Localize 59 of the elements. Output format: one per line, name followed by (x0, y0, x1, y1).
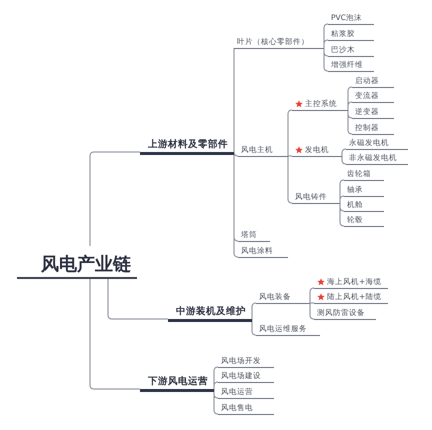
connector-line (348, 110, 352, 134)
connector-line (252, 318, 256, 336)
connector-line (288, 110, 292, 156)
topic-node (292, 144, 342, 157)
topic-node (292, 191, 340, 204)
topic-node (346, 137, 408, 150)
topic-node (168, 305, 252, 322)
topic-node (346, 152, 408, 165)
connector-line (310, 288, 314, 304)
topic-node (140, 138, 234, 155)
topic-node (352, 122, 394, 135)
topic-node (314, 307, 376, 320)
topic-node (218, 402, 274, 415)
topic-node (238, 144, 288, 157)
topic-node (344, 199, 384, 212)
topic-node (218, 355, 274, 368)
connector-line (348, 102, 352, 110)
topic-text: 风电产业链 (41, 255, 131, 276)
topic-node (256, 323, 320, 336)
topic-node (328, 44, 374, 57)
topic-node (238, 229, 270, 242)
connector-line (310, 302, 314, 320)
topic-node (256, 291, 310, 304)
topic-node (238, 245, 288, 258)
topic-node (292, 98, 348, 111)
connector-line (108, 276, 168, 320)
connector-line (234, 152, 238, 258)
connector-line (340, 196, 344, 204)
topic-node (314, 276, 388, 289)
topic-node (328, 28, 374, 41)
connector-line (288, 156, 292, 204)
topic-node (234, 36, 324, 49)
topic-node (218, 386, 274, 399)
connector-line (214, 388, 218, 414)
connector-line (90, 152, 140, 246)
topic-node (328, 12, 374, 25)
connector-line (324, 48, 328, 72)
topic-text: 中游装机及维护 (176, 307, 246, 318)
connector-line (234, 152, 238, 156)
topic-node (314, 291, 388, 304)
topic-node (328, 59, 374, 72)
connector-line (90, 276, 140, 390)
topic-node (344, 168, 384, 181)
topic-text: 下游风电运营 (148, 377, 208, 388)
topic-node (352, 90, 394, 103)
topic-node (344, 184, 384, 197)
connector-line (340, 202, 344, 226)
connector-line (214, 382, 218, 390)
topic-node (140, 375, 214, 392)
topic-node (344, 214, 384, 227)
topic-node (218, 370, 274, 383)
connector-line (310, 302, 314, 304)
topic-text: 上游材料及零部件 (148, 140, 228, 151)
connector-line (324, 40, 328, 48)
topic-node (352, 75, 394, 88)
connector-line (252, 302, 256, 320)
connector-line (342, 156, 346, 164)
connector-line (342, 148, 346, 156)
topic-node (352, 106, 394, 119)
